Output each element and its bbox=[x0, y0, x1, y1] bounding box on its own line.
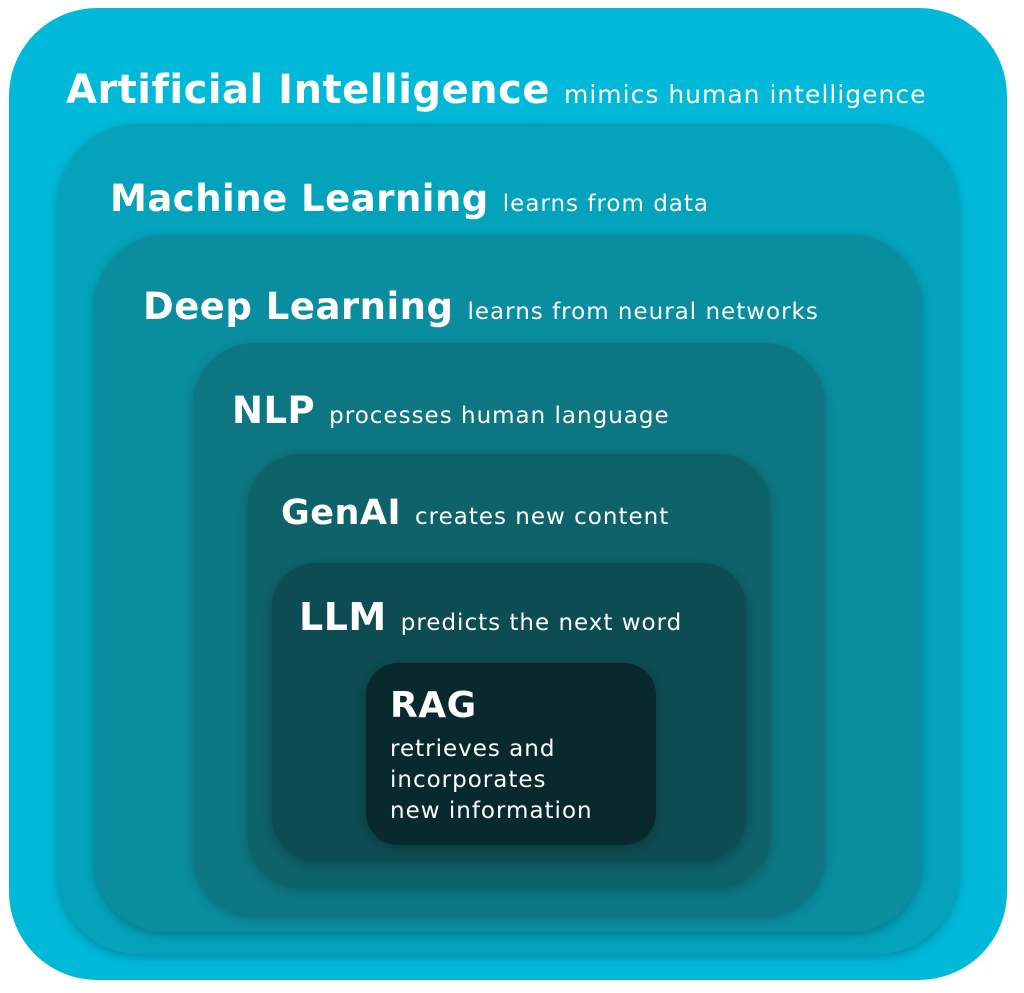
label-genai: GenAI creates new content bbox=[281, 496, 669, 531]
layer-description: predicts the next word bbox=[400, 610, 683, 636]
rag-title: RAG bbox=[390, 685, 477, 726]
layer-rag bbox=[366, 663, 656, 845]
label-artificial-intelligence: Artificial Intelligence mimics human inte… bbox=[66, 70, 927, 110]
label-llm: LLM predicts the next word bbox=[299, 598, 682, 636]
layer-title: NLP bbox=[232, 389, 316, 432]
label-deep-learning: Deep Learning learns from neural networks bbox=[143, 288, 819, 325]
layer-title: LLM bbox=[299, 595, 387, 639]
layer-description: learns from neural networks bbox=[467, 299, 819, 325]
rag-description-line: incorporates bbox=[390, 767, 547, 793]
label-nlp: NLP processes human language bbox=[232, 392, 670, 429]
layer-description: processes human language bbox=[329, 403, 670, 429]
layer-title: Artificial Intelligence bbox=[66, 67, 550, 113]
layer-description: creates new content bbox=[415, 504, 670, 530]
rag-description-line: new information bbox=[390, 798, 593, 824]
layer-description: mimics human intelligence bbox=[564, 80, 927, 109]
layer-title: Deep Learning bbox=[143, 285, 454, 328]
layer-description: learns from data bbox=[502, 191, 709, 217]
rag-description: retrieves and incorporates new informati… bbox=[390, 734, 593, 827]
rag-description-line: retrieves and bbox=[390, 736, 556, 762]
layer-title: GenAI bbox=[281, 493, 401, 533]
layer-title: Machine Learning bbox=[110, 177, 489, 220]
label-machine-learning: Machine Learning learns from data bbox=[110, 180, 709, 217]
